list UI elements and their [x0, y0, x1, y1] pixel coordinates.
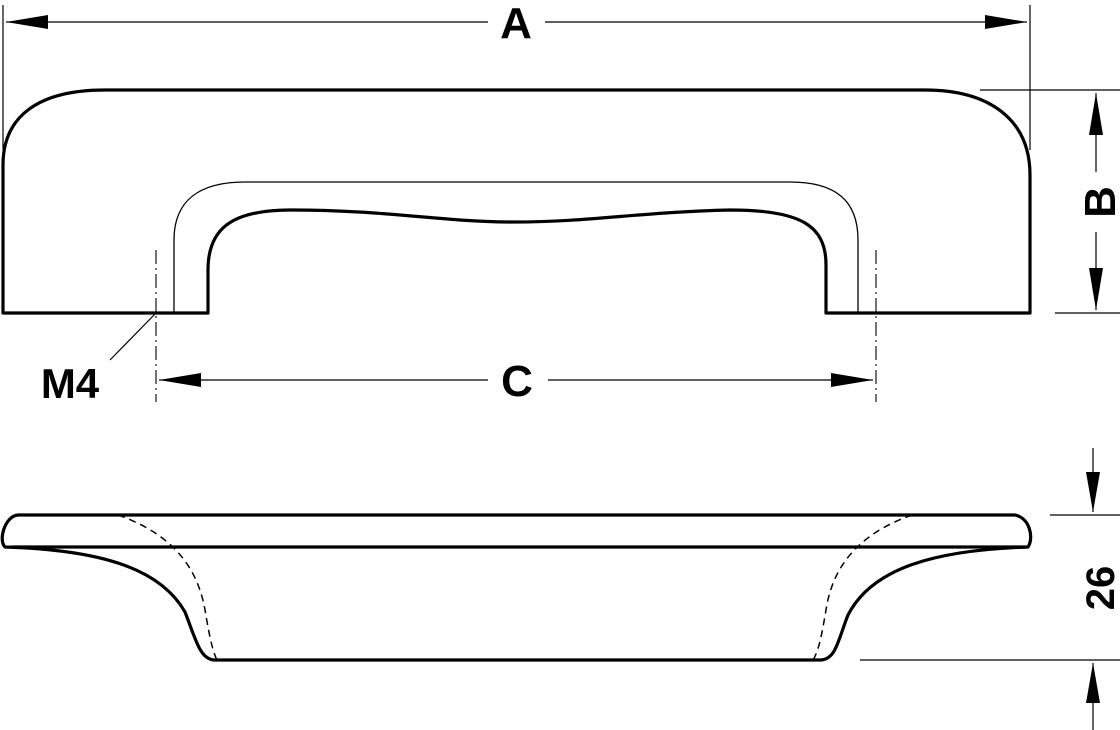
dim-a-label: A — [500, 0, 532, 48]
left-hidden-edge — [117, 514, 218, 661]
dim-c-label: C — [501, 357, 533, 406]
thread-label: M4 — [41, 360, 100, 407]
dimension-a: A — [2, 0, 1031, 150]
dim-b-label: B — [1076, 186, 1120, 218]
dim-height-arrow-top — [1086, 472, 1100, 512]
dimension-b: B — [980, 89, 1120, 314]
dimension-height: 26 — [860, 448, 1120, 730]
dimension-c: C — [159, 357, 873, 406]
dim-a-arrow-left — [6, 15, 48, 29]
front-view — [1, 88, 1032, 402]
thread-callout: M4 — [41, 312, 157, 407]
dim-b-arrow-bottom — [1089, 268, 1103, 310]
dim-c-arrow-right — [831, 373, 873, 387]
right-hidden-edge — [812, 514, 913, 661]
dim-a-arrow-right — [985, 15, 1027, 29]
dim-b-arrow-top — [1089, 93, 1103, 135]
thread-leader-line — [109, 312, 157, 361]
side-profile-outline — [0, 513, 1033, 662]
side-view — [0, 513, 1033, 662]
dim-height-arrow-bottom — [1086, 663, 1100, 703]
handle-outline — [1, 88, 1032, 315]
dim-c-arrow-left — [159, 373, 201, 387]
grip-inner-line — [173, 181, 859, 313]
dim-height-label: 26 — [1079, 566, 1120, 611]
